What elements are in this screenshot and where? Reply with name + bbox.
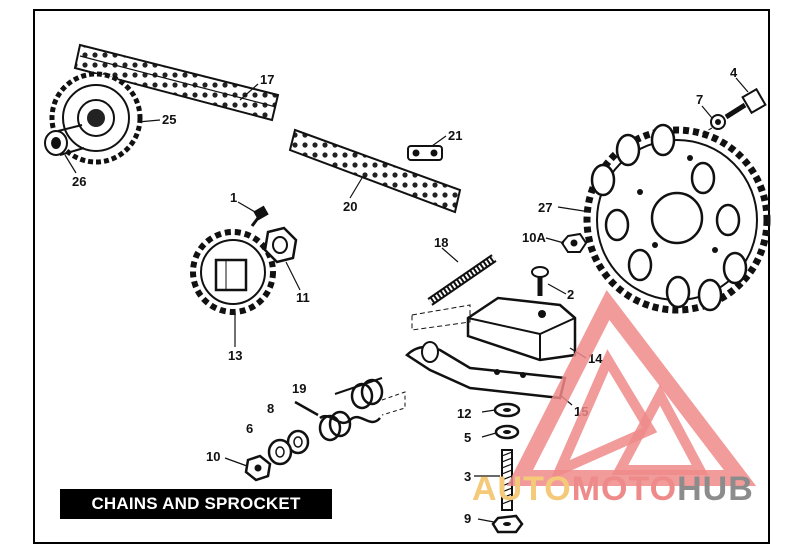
part-label-11: 11 <box>296 290 310 305</box>
leader-lines <box>64 77 749 523</box>
bracket-15 <box>405 341 567 400</box>
watermark-part-1: AUTO <box>472 470 572 508</box>
part-label-13: 13 <box>228 348 242 363</box>
part-label-14: 14 <box>588 351 603 366</box>
part-label-9: 9 <box>464 511 471 526</box>
bolt-4 <box>724 87 767 120</box>
part-label-2: 2 <box>567 287 574 302</box>
chain-17 <box>73 43 280 122</box>
diagram-title: CHAINS AND SPROCKET <box>60 489 332 519</box>
stud-18 <box>427 254 497 306</box>
nut-9 <box>491 514 524 534</box>
part-label-20: 20 <box>343 199 357 214</box>
sprocket-25 <box>49 71 143 165</box>
sprocket-27 <box>583 123 771 314</box>
part-label-25: 25 <box>162 112 176 127</box>
watermark-part-2: MOTO <box>571 470 678 508</box>
part-label-17: 17 <box>260 72 274 87</box>
screw-2 <box>531 266 549 296</box>
part-label-26: 26 <box>72 174 86 189</box>
part-label-18: 18 <box>434 235 448 250</box>
nut-10 <box>244 454 272 482</box>
part-label-10: 10 <box>206 449 220 464</box>
part-label-27: 27 <box>538 200 552 215</box>
sprocket-13 <box>190 229 276 315</box>
nut-11 <box>263 226 298 264</box>
washer-12 <box>493 402 521 418</box>
diagram-frame <box>33 9 770 544</box>
chain-20 <box>288 128 462 214</box>
part-label-4: 4 <box>730 65 738 80</box>
part-label-6: 6 <box>246 421 253 436</box>
part-label-8: 8 <box>267 401 274 416</box>
nut-5 <box>494 424 520 440</box>
part-label-19: 19 <box>292 381 306 396</box>
part-label-21: 21 <box>448 128 462 143</box>
part-label-5: 5 <box>464 430 471 445</box>
tensioner-shoe-14 <box>466 296 577 362</box>
watermark-text: AUTOMOTOHUB <box>472 470 754 509</box>
hub-26 <box>44 124 85 156</box>
spring-19 <box>294 377 384 442</box>
washer-6 <box>267 438 293 466</box>
washer-7 <box>710 114 726 130</box>
part-label-3: 3 <box>464 469 471 484</box>
part-label-10a: 10A <box>522 230 546 245</box>
part-label-12: 12 <box>457 406 471 421</box>
watermark-part-3: HUB <box>677 470 754 508</box>
screw-1 <box>250 205 269 227</box>
part-label-1: 1 <box>230 190 237 205</box>
master-link-21 <box>407 145 443 161</box>
part-label-7: 7 <box>696 92 703 107</box>
